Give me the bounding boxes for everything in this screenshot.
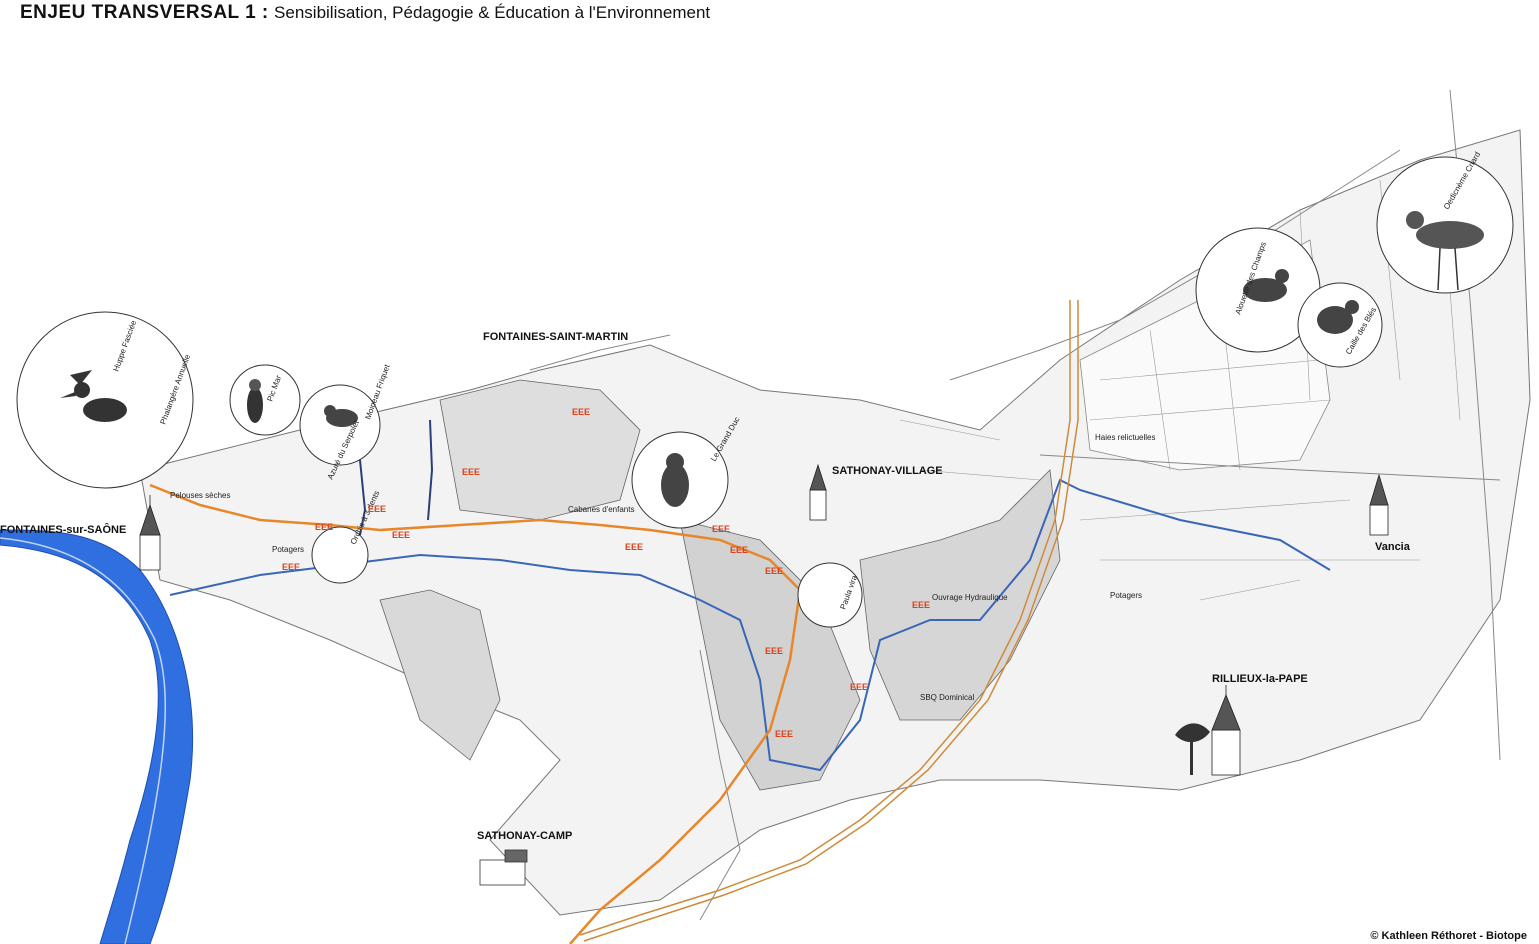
railway [583, 300, 1079, 942]
eee-marker: EEE [572, 407, 590, 417]
place-fontaines-sur-saone: FONTAINES-sur-SAÔNE [0, 523, 126, 536]
eee-marker: EEE [282, 562, 300, 572]
title-subtitle: Sensibilisation, Pédagogie & Éducation à… [274, 3, 711, 22]
moineau-icon [324, 405, 358, 427]
eee-marker: EEE [625, 542, 643, 552]
eee-marker: EEE [462, 467, 480, 477]
eee-marker: EEE [368, 504, 386, 514]
label-haies: Haies relictuelles [1095, 433, 1155, 442]
caille-icon [1317, 300, 1359, 334]
label-pelouses: Pelouses sèches [170, 491, 230, 500]
tree-icon [1175, 723, 1210, 775]
oedicneme-icon [1406, 211, 1484, 291]
barracks-icon [479, 849, 528, 886]
church-icon [1211, 685, 1241, 776]
huppe-icon [60, 370, 127, 422]
label-potagers-right: Potagers [1110, 591, 1142, 600]
place-sathonay-camp: SATHONAY-CAMP [477, 830, 572, 842]
wooded-hill [379, 589, 501, 761]
label-potagers-left: Potagers [272, 545, 304, 554]
label-sbq: SBQ Dominical [920, 693, 974, 702]
place-rillieux: RILLIEUX-la-PAPE [1212, 673, 1308, 685]
church-icon [809, 463, 827, 521]
stream-tributary [359, 459, 367, 536]
church-icon [139, 495, 161, 571]
eee-marker: EEE [392, 530, 410, 540]
wooded-hill [679, 519, 861, 791]
railway [579, 300, 1071, 936]
discovery-path [149, 483, 802, 944]
eee-marker: EEE [765, 566, 783, 576]
church-icon [1369, 473, 1389, 536]
eee-marker: EEE [730, 545, 748, 555]
place-sathonay-village: SATHONAY-VILLAGE [832, 465, 943, 477]
label-ouvrage: Ouvrage Hydraulique [932, 593, 1008, 602]
title-main: ENJEU TRANSVERSAL 1 : [20, 2, 269, 23]
grand-duc-icon [661, 453, 689, 507]
pic-mar-icon [247, 379, 263, 423]
stream-tributary [427, 419, 434, 521]
place-fontaines-saint-martin: FONTAINES-SAINT-MARTIN [483, 331, 628, 343]
stream [169, 478, 1331, 772]
eee-marker: EEE [912, 600, 930, 610]
roads [529, 89, 1501, 921]
eee-marker: EEE [850, 682, 868, 692]
eee-marker: EEE [765, 646, 783, 656]
label-cabanes: Cabanes d'enfants [568, 505, 634, 514]
eee-marker: EEE [712, 524, 730, 534]
page-title: ENJEU TRANSVERSAL 1 : Sensibilisation, P… [20, 2, 710, 24]
alouette-icon [1243, 269, 1289, 302]
eee-marker: EEE [315, 522, 333, 532]
landscape-area [139, 129, 1531, 916]
copyright-credit: © Kathleen Réthoret - Biotope [1370, 930, 1527, 942]
wooded-hill [439, 379, 641, 521]
place-vancia: Vancia [1375, 541, 1411, 553]
saone-river-highlight [0, 537, 166, 944]
eee-marker: EEE [775, 729, 793, 739]
